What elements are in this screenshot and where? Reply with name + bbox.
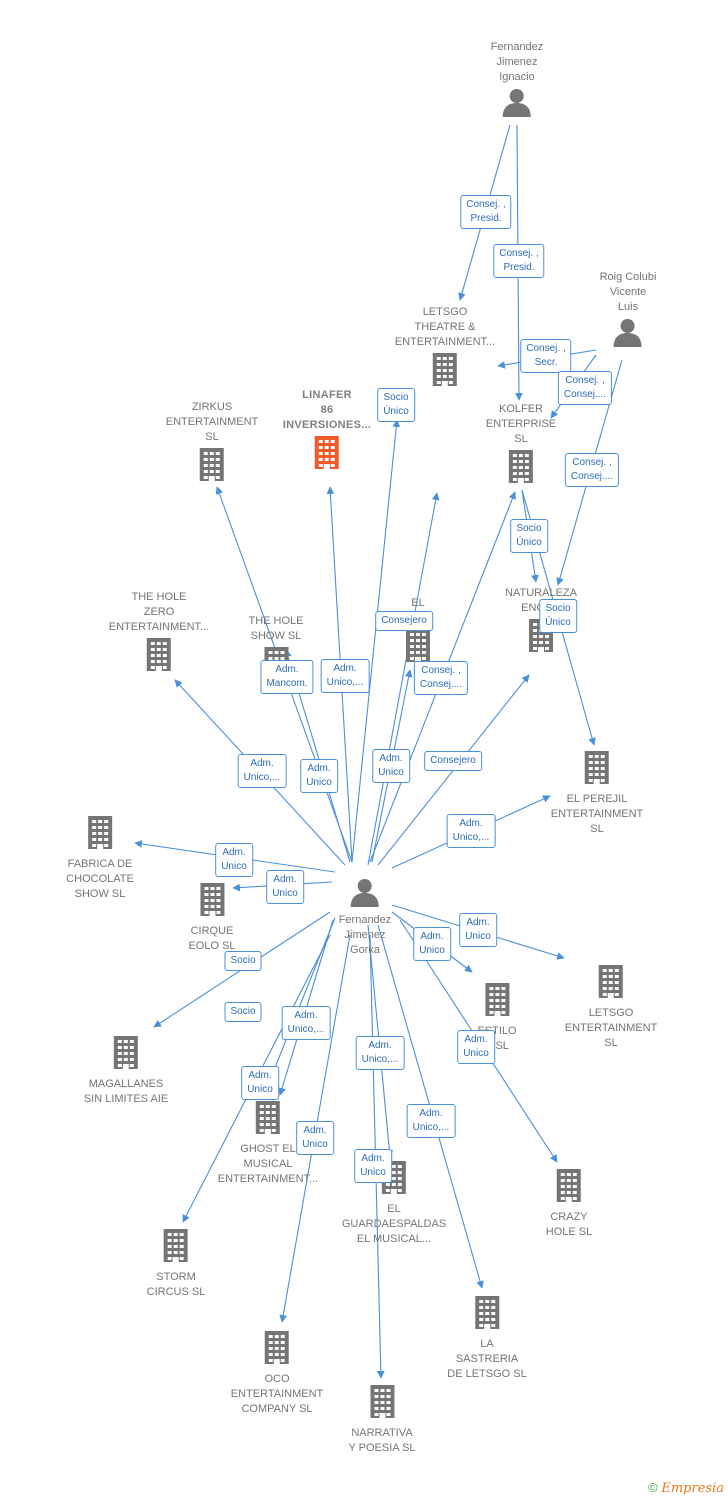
node-label: LA SASTRERIA DE LETSGO SL: [447, 1338, 527, 1380]
node-label: LETSGO THEATRE & ENTERTAINMENT...: [394, 306, 496, 348]
person-icon: [502, 87, 532, 122]
company-node-el-sl[interactable]: EL SL: [403, 596, 433, 667]
person-node-roig-colubi-vicente-luis[interactable]: Roig Colubi Vicente Luis: [599, 270, 657, 352]
company-node-oco-entertainment[interactable]: OCO ENTERTAINMENT COMPANY SL: [230, 1330, 324, 1417]
edge-label[interactable]: Adm. Unico,...: [446, 814, 496, 848]
edge-label[interactable]: Adm. Mancom.: [260, 660, 314, 694]
company-node-letsgo-theatre[interactable]: LETSGO THEATRE & ENTERTAINMENT...: [395, 305, 495, 391]
edge-label[interactable]: Consejero: [375, 611, 433, 631]
person-icon: [613, 317, 643, 352]
footer-brand[interactable]: © Empresia: [648, 1480, 724, 1496]
building-icon: [262, 1330, 292, 1369]
building-icon: [430, 352, 460, 391]
edge-label[interactable]: Adm. Unico,...: [281, 1006, 331, 1040]
company-node-zirkus[interactable]: ZIRKUS ENTERTAINMENT SL: [165, 400, 259, 486]
company-node-storm-circus[interactable]: STORM CIRCUS SL: [146, 1228, 206, 1300]
company-node-el-perejil[interactable]: EL PEREJIL ENTERTAINMENT SL: [550, 750, 644, 837]
edge-label[interactable]: Adm. Unico,...: [320, 659, 370, 693]
company-node-crazy-hole[interactable]: CRAZY HOLE SL: [546, 1168, 592, 1240]
person-node-fernandez-jimenez-gorka[interactable]: Fernandez Jimenez Gorka: [338, 877, 392, 958]
building-icon: [312, 435, 342, 474]
company-node-estilo[interactable]: ESTILO K SL: [477, 982, 517, 1054]
brand-logo-text: Empresia: [661, 1481, 724, 1496]
edge-fernandez-jimenez-gorka-to-letsgo-theatre: [367, 492, 440, 866]
node-label: STORM CIRCUS SL: [146, 1271, 206, 1298]
node-label: OCO ENTERTAINMENT COMPANY SL: [230, 1373, 324, 1415]
building-icon: [111, 1035, 141, 1074]
node-label: GHOST EL MUSICAL ENTERTAINMENT...: [217, 1143, 319, 1185]
company-node-la-sastreria[interactable]: LA SASTRERIA DE LETSGO SL: [447, 1295, 527, 1382]
node-label: FABRICA DE CHOCOLATE SHOW SL: [66, 858, 134, 900]
company-node-el-guardaespaldas[interactable]: EL GUARDAESPALDAS EL MUSICAL...: [342, 1160, 446, 1247]
person-node-fernandez-jimenez-ignacio[interactable]: Fernandez Jimenez Ignacio: [490, 40, 544, 122]
node-label: Fernandez Jimenez Ignacio: [490, 41, 544, 83]
edge-fernandez-jimenez-gorka-to-linafer: [351, 419, 401, 863]
company-node-ghost-el-musical[interactable]: GHOST EL MUSICAL ENTERTAINMENT...: [218, 1100, 318, 1187]
edge-label[interactable]: Adm. Unico: [457, 1030, 495, 1064]
person-icon: [350, 877, 380, 912]
edge-label[interactable]: Consej. , Consej....: [564, 453, 620, 487]
company-node-cirque-eolo[interactable]: CIRQUE EOLO SL: [188, 882, 236, 954]
building-icon: [582, 750, 612, 789]
building-icon: [367, 1384, 397, 1423]
node-label: LINAFER 86 INVERSIONES...: [282, 389, 372, 431]
edge-label[interactable]: Adm. Unico,...: [406, 1104, 456, 1138]
edge-label[interactable]: Adm. Unico: [241, 1066, 279, 1100]
building-icon: [554, 1168, 584, 1207]
edge-label[interactable]: Adm. Unico: [413, 927, 451, 961]
node-label: Roig Colubi Vicente Luis: [599, 271, 657, 313]
node-label: CIRQUE EOLO SL: [188, 925, 236, 952]
company-node-magallanes[interactable]: MAGALLANES SIN LIMITES AIE: [84, 1035, 168, 1107]
node-label: EL PEREJIL ENTERTAINMENT SL: [550, 793, 644, 835]
edge-label[interactable]: Adm. Unico,...: [237, 754, 287, 788]
edge-label[interactable]: Adm. Unico: [215, 843, 253, 877]
edge-label[interactable]: Consej. , Consej....: [413, 661, 469, 695]
node-label: LETSGO ENTERTAINMENT SL: [564, 1007, 658, 1049]
building-icon: [596, 964, 626, 1003]
edge-label[interactable]: Socio Único: [377, 388, 415, 422]
edge-label[interactable]: Socio Único: [510, 519, 548, 553]
company-node-kolfer[interactable]: KOLFER ENTERPRISE SL: [486, 402, 556, 488]
edge-label[interactable]: Adm. Unico: [266, 870, 304, 904]
building-icon: [253, 1100, 283, 1139]
edge-label[interactable]: Adm. Unico: [296, 1121, 334, 1155]
node-label: KOLFER ENTERPRISE SL: [485, 403, 557, 445]
building-icon: [85, 815, 115, 854]
node-label: CRAZY HOLE SL: [545, 1211, 593, 1238]
edge-label[interactable]: Consej. , Secr.: [520, 339, 572, 373]
node-label: NARRATIVA Y POESIA SL: [348, 1427, 416, 1454]
edge-label[interactable]: Adm. Unico: [300, 759, 338, 793]
edge-label[interactable]: Consejero: [424, 751, 482, 771]
building-icon: [161, 1228, 191, 1267]
edge-label[interactable]: Socio Único: [539, 599, 577, 633]
edge-label[interactable]: Consej. , Consej....: [557, 371, 613, 405]
edge-label[interactable]: Adm. Unico: [372, 749, 410, 783]
company-node-linafer[interactable]: LINAFER 86 INVERSIONES...: [283, 388, 372, 474]
building-icon: [197, 447, 227, 486]
company-node-fabrica-chocolate[interactable]: FABRICA DE CHOCOLATE SHOW SL: [66, 815, 134, 902]
building-icon: [482, 982, 512, 1021]
node-label: Fernandez Jimenez Gorka: [338, 914, 392, 956]
edge-label[interactable]: Adm. Unico,...: [355, 1036, 405, 1070]
building-icon: [472, 1295, 502, 1334]
company-node-letsgo-entertainment[interactable]: LETSGO ENTERTAINMENT SL: [564, 964, 658, 1051]
edge-label[interactable]: Socio: [224, 951, 262, 971]
company-node-narrativa-poesia[interactable]: NARRATIVA Y POESIA SL: [348, 1384, 416, 1456]
node-label: EL GUARDAESPALDAS EL MUSICAL...: [341, 1203, 447, 1245]
copyright-symbol: ©: [648, 1480, 658, 1495]
building-icon: [197, 882, 227, 921]
node-label: THE HOLE SHOW SL: [248, 615, 304, 642]
building-icon: [506, 449, 536, 488]
edge-label[interactable]: Consej. , Presid.: [460, 195, 512, 229]
edge-label[interactable]: Adm. Unico: [459, 913, 497, 947]
building-icon: [144, 637, 174, 676]
node-label: THE HOLE ZERO ENTERTAINMENT...: [108, 591, 210, 633]
node-label: ZIRKUS ENTERTAINMENT SL: [165, 401, 259, 443]
company-node-the-hole-zero[interactable]: THE HOLE ZERO ENTERTAINMENT...: [109, 590, 209, 676]
edge-label[interactable]: Adm. Unico: [354, 1149, 392, 1183]
edge-label[interactable]: Socio: [224, 1002, 262, 1022]
node-label: MAGALLANES SIN LIMITES AIE: [83, 1078, 169, 1105]
building-icon: [403, 628, 433, 667]
edge-label[interactable]: Consej. , Presid.: [493, 244, 545, 278]
